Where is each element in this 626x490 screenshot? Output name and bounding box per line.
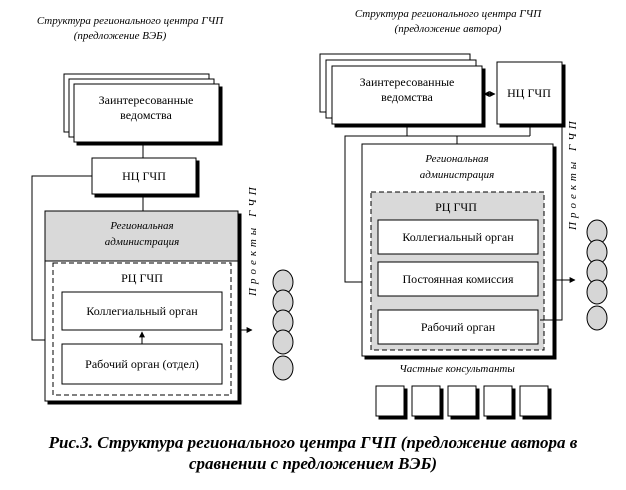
figure-caption: Рис.3. Структура регионального центра ГЧ… — [6, 432, 620, 474]
left-working-label: Рабочий орган (отдел) — [85, 357, 199, 371]
left-project-circles — [272, 269, 294, 381]
right-working-label: Рабочий орган — [421, 320, 496, 334]
right-title-line2: (предложение автора) — [395, 23, 502, 35]
right-consultants-label: Частные консультанты — [399, 363, 515, 375]
left-nc-box: НЦ ГЧП — [91, 157, 197, 195]
left-collegial-box — [61, 291, 223, 331]
right-project-circles — [586, 219, 608, 331]
right-permanent-label: Постоянная комиссия — [403, 272, 514, 286]
caption-line1: Рис.3. Структура регионального центра ГЧ… — [48, 433, 578, 452]
left-interested-line1: Заинтересованные — [99, 93, 194, 107]
diagram: Структура регионального центра ГЧП (пред… — [31, 8, 608, 417]
right-rc-label: РЦ ГЧП — [435, 200, 477, 214]
caption-line2: сравнении с предложением ВЭБ) — [188, 454, 438, 473]
right-admin-line2: администрация — [420, 169, 494, 181]
left-admin-line2: администрация — [105, 236, 179, 248]
right-consultant-boxes — [375, 385, 549, 417]
left-working-box — [61, 343, 223, 385]
right-interested-line1: Заинтересованные — [360, 75, 455, 89]
left-interested-line2: ведомства — [120, 108, 172, 122]
right-collegial-label: Коллегиальный орган — [402, 230, 514, 244]
left-title-line1: Структура регионального центра ГЧП — [37, 15, 224, 27]
right-working-box — [377, 309, 539, 345]
right-interested-stack: Заинтересованные ведомства — [319, 53, 483, 125]
left-rc-label: РЦ ГЧП — [121, 271, 163, 285]
left-title-line2: (предложение ВЭБ) — [74, 30, 167, 42]
right-diagram: Структура регионального центра ГЧП (пред… — [319, 8, 608, 417]
right-nc-label: НЦ ГЧП — [507, 86, 551, 100]
right-title-line1: Структура регионального центра ГЧП — [355, 8, 542, 20]
left-collegial-label: Коллегиальный орган — [86, 304, 198, 318]
right-admin-line1: Региональная — [424, 153, 488, 165]
right-collegial-box — [377, 219, 539, 255]
left-nc-label: НЦ ГЧП — [122, 169, 166, 183]
left-admin-line1: Региональная — [109, 220, 173, 232]
right-interested-line2: ведомства — [381, 90, 433, 104]
right-permanent-box — [377, 261, 539, 297]
right-nc-box: НЦ ГЧП — [496, 61, 563, 125]
left-interested-stack: Заинтересованные ведомства — [63, 73, 220, 143]
left-projects-label: Проекты ГЧП — [247, 183, 259, 297]
left-diagram: Структура регионального центра ГЧП (пред… — [31, 15, 294, 402]
right-projects-label: Проекты ГЧП — [567, 117, 579, 231]
